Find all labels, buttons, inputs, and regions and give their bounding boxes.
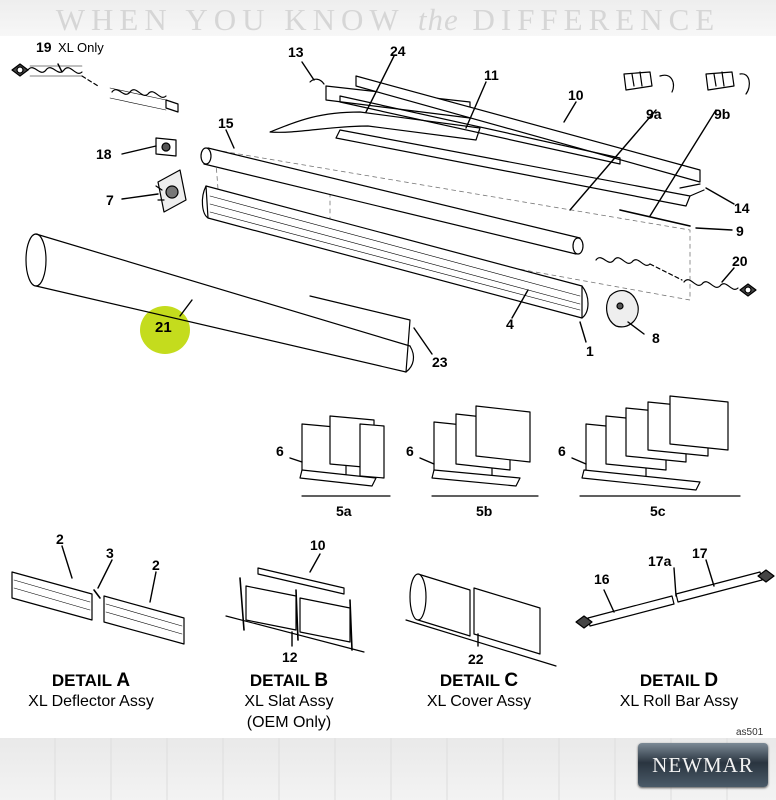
detail-a-title: DETAIL A <box>51 670 131 691</box>
callout-18: 18 <box>96 146 112 162</box>
clip-9a <box>623 71 675 93</box>
cover-tube-21 <box>25 233 415 373</box>
kit-5a-part-label: 6 <box>276 443 284 459</box>
bracket-18 <box>155 137 177 157</box>
end-cap-7 <box>155 169 187 213</box>
detail-b-subtitle-2: (OEM Only) <box>246 714 332 731</box>
tagline: WHEN YOU KNOW the DIFFERENCE <box>55 2 721 37</box>
header-banner <box>0 0 776 36</box>
detail-c-subtitle: XL Cover Assy <box>426 693 532 710</box>
callout-11: 11 <box>484 67 499 83</box>
callout-19-note: XL Only <box>58 40 104 55</box>
callout-20: 20 <box>732 253 748 269</box>
detail-a-subtitle: XL Deflector Assy <box>28 693 154 710</box>
callout-8: 8 <box>652 330 660 346</box>
kit-5a-label: 5a <box>336 503 352 519</box>
spring-20 <box>595 257 757 297</box>
roll-bar-15 <box>200 147 584 255</box>
callout-9: 9 <box>736 223 744 239</box>
kit-5b-part-label: 6 <box>406 443 414 459</box>
callout-7: 7 <box>106 192 114 208</box>
callout-23: 23 <box>432 354 448 370</box>
detail-a-drawing <box>11 545 185 645</box>
kit-5b-label: 5b <box>476 503 493 519</box>
callout-24: 24 <box>390 43 406 59</box>
detail-d-part-17a: 17a <box>648 553 672 569</box>
detail-b-part-10: 10 <box>310 537 326 553</box>
detail-d-subtitle: XL Roll Bar Assy <box>619 693 739 710</box>
callout-4: 4 <box>506 316 514 332</box>
callout-9b: 9b <box>714 106 731 122</box>
callout-21: 21 <box>155 319 172 336</box>
kit-5b-drawing <box>419 405 539 497</box>
detail-d-drawing <box>575 559 775 629</box>
callout-10: 10 <box>568 87 584 103</box>
part-13 <box>309 78 325 85</box>
part-11 <box>339 95 621 165</box>
kit-5c-label: 5c <box>650 503 666 519</box>
newmar-logo <box>638 743 768 787</box>
spring-19 <box>11 63 179 113</box>
detail-a-part-3: 3 <box>106 545 114 561</box>
kit-5a-drawing <box>289 415 391 497</box>
detail-d-part-17: 17 <box>692 545 708 561</box>
callout-13: 13 <box>288 44 304 60</box>
detail-c-drawing <box>405 573 557 667</box>
deflector-4 <box>201 185 589 319</box>
detail-a-part-2-right: 2 <box>152 557 160 573</box>
detail-d-part-16: 16 <box>594 571 610 587</box>
detail-b-drawing <box>225 553 365 653</box>
callout-14: 14 <box>734 200 750 216</box>
drawing-reference-code: as501 <box>736 727 764 738</box>
callout-19: 19 <box>36 39 52 55</box>
part-10 <box>355 75 701 183</box>
detail-a-part-2-left: 2 <box>56 531 64 547</box>
clip-9b <box>705 71 750 95</box>
callout-15: 15 <box>218 115 234 131</box>
detail-b-part-12: 12 <box>282 649 298 665</box>
callout-9a: 9a <box>646 106 662 122</box>
detail-c-part-22: 22 <box>468 651 484 667</box>
callout-1: 1 <box>586 343 594 359</box>
detail-b-title: DETAIL B <box>249 670 329 691</box>
kit-5c-part-label: 6 <box>558 443 566 459</box>
detail-d-title: DETAIL D <box>639 670 719 691</box>
detail-b-subtitle: XL Slat Assy <box>244 693 334 710</box>
newmar-logo-text: NEWMAR <box>652 753 754 777</box>
kit-5c-drawing <box>571 395 741 497</box>
detail-c-title: DETAIL C <box>439 670 519 691</box>
end-plate-8 <box>606 289 639 328</box>
